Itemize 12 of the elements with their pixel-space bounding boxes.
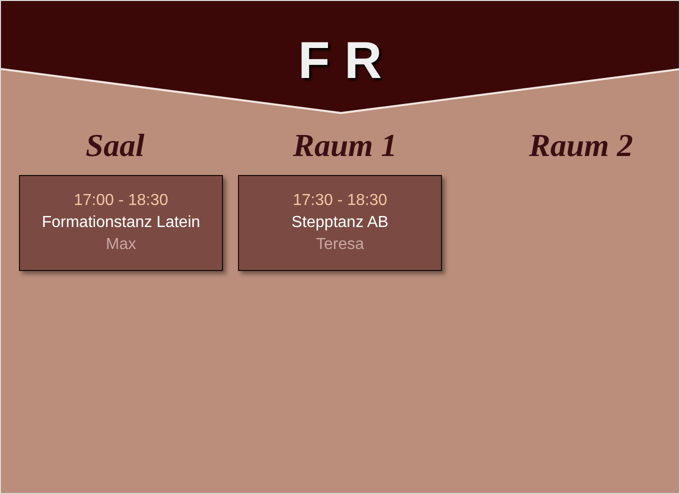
room-heading: Raum 1 [292, 127, 398, 163]
room-heading: Raum 2 [528, 127, 634, 163]
course-card [19, 175, 223, 271]
course-name: Stepptanz AB [292, 213, 388, 233]
time-text: 17:30 - 18:30 [292, 191, 388, 211]
course-card [238, 175, 442, 271]
teacher-name: Teresa [316, 235, 364, 255]
teacher-name: Max [106, 235, 136, 255]
time-text: 17:00 - 18:30 [74, 191, 168, 211]
room-heading: Saal [86, 127, 144, 163]
course-name: Formationstanz Latein [42, 213, 200, 233]
title: F R [298, 32, 382, 90]
